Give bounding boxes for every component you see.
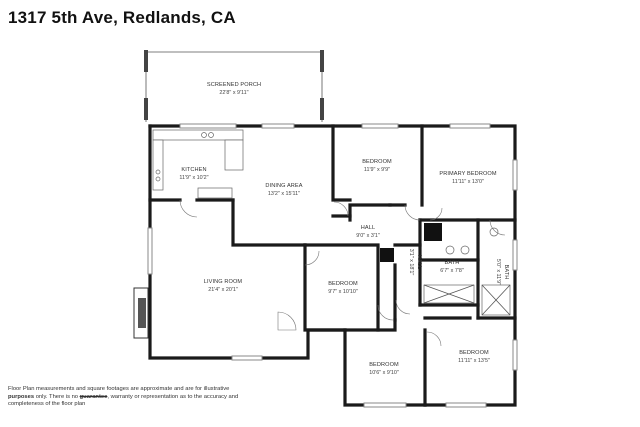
- disclaimer-struck: guarantee: [79, 393, 108, 400]
- room-dim-bedroom-3: 10'6" x 9'10": [369, 370, 399, 376]
- disclaimer-text-3: , warranty or representation as to the a…: [8, 393, 239, 408]
- kitchen-counters: [152, 129, 244, 199]
- windows: [147, 123, 518, 408]
- screened-porch-outline: [144, 50, 324, 122]
- bath-fixtures: [380, 223, 511, 316]
- disclaimer-text-1: Floor Plan measurements and square foota…: [8, 386, 230, 392]
- disclaimer-bold: purposes: [8, 393, 35, 400]
- room-dim-screened-porch: 22'8" x 9'11": [219, 90, 248, 96]
- room-name-screened-porch: SCREENED PORCH: [207, 82, 261, 88]
- room-name-dining-area: DINING AREA: [265, 183, 302, 189]
- room-dim-bath-1: 6'7" x 7'8": [440, 268, 464, 274]
- room-name-kitchen: KITCHEN: [181, 167, 206, 173]
- room-dim-primary-bedroom: 11'11" x 13'0": [452, 179, 484, 185]
- room-dim-bedroom-1: 11'9" x 9'9": [364, 167, 390, 173]
- room-dim-bath-2: 5'0" x 11'9": [495, 259, 501, 285]
- room-name-bedroom-4: BEDROOM: [459, 350, 489, 356]
- disclaimer-text-2: only. There is no: [34, 393, 80, 400]
- room-dim-bedroom-2: 9'7" x 10'10": [328, 289, 358, 295]
- room-dim-dining-area: 13'2" x 15'11": [268, 191, 300, 197]
- room-name-bath-1: BATH: [445, 260, 460, 266]
- room-dim-kitchen: 11'9" x 10'2": [179, 175, 208, 181]
- room-name-hall-1: HALL: [361, 225, 375, 231]
- room-name-hall-2: HALL: [416, 255, 422, 269]
- room-name-living-room: LIVING ROOM: [204, 279, 243, 285]
- room-name-bedroom-1: BEDROOM: [362, 159, 392, 165]
- fireplace: [133, 287, 149, 339]
- room-name-bath-2: BATH: [503, 265, 509, 280]
- room-name-primary-bedroom: PRIMARY BEDROOM: [439, 171, 496, 177]
- room-labels: SCREENED PORCH 22'8" x 9'11" KITCHEN 11'…: [179, 82, 509, 376]
- room-name-bedroom-3: BEDROOM: [369, 362, 399, 368]
- room-dim-living-room: 21'4" x 20'1": [208, 287, 238, 293]
- room-name-bedroom-2: BEDROOM: [328, 281, 358, 287]
- interior-walls: [148, 124, 517, 407]
- room-dim-hall-1: 9'0" x 3'1": [356, 233, 380, 239]
- floor-plan-disclaimer: Floor Plan measurements and square foota…: [8, 386, 248, 409]
- room-dim-hall-2: 3'1" x 18'1": [408, 249, 414, 276]
- room-dim-bedroom-4: 11'11" x 13'5": [458, 358, 490, 364]
- page-title: 1317 5th Ave, Redlands, CA: [8, 8, 236, 27]
- doors: [179, 199, 506, 347]
